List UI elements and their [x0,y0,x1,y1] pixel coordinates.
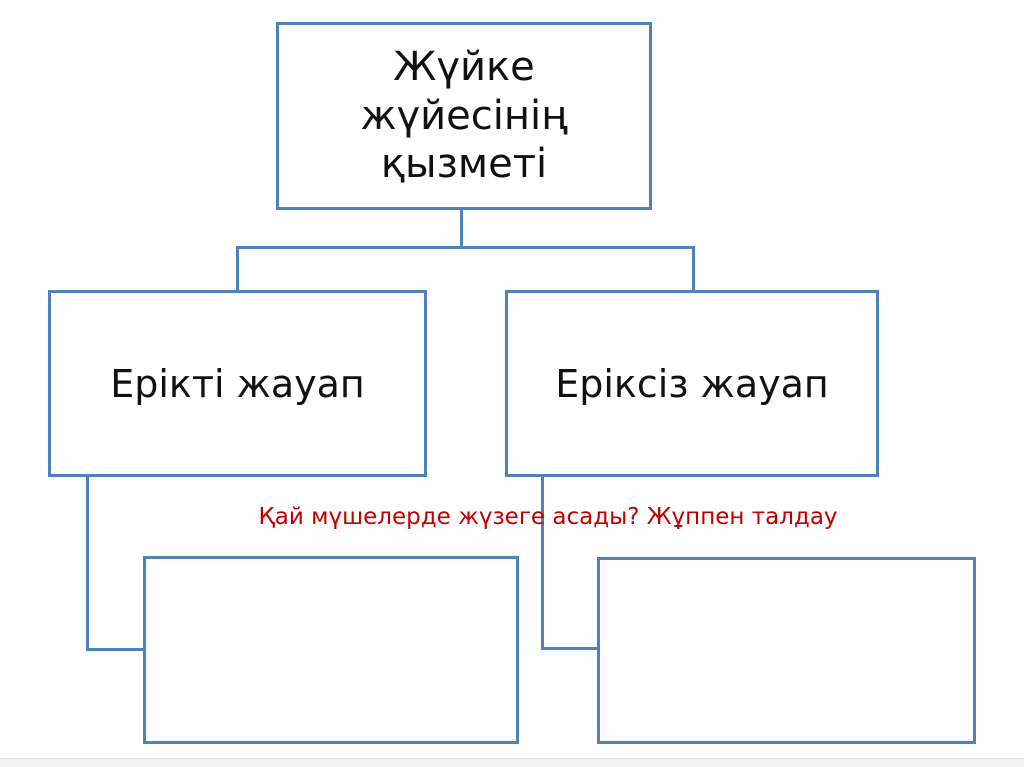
connector-left-lower-horizontal [86,648,146,651]
node-nervous-system-function: Жүйке жүйесінің қызметі [276,22,652,210]
viewer-bottom-strip [0,758,1024,767]
node-involuntary-response: Еріксіз жауап [505,290,879,477]
connector-left-lower-vertical [86,476,89,651]
connector-right-lower-vertical [541,476,544,650]
connector-left-drop [236,246,239,292]
connector-top-horizontal [236,246,695,249]
node-involuntary-label: Еріксіз жауап [555,361,829,406]
empty-answer-box-left [143,556,519,744]
connector-right-drop [692,246,695,292]
connector-root-stub [460,210,463,249]
question-text: Қай мүшелерде жүзеге асады? Жұппен талда… [258,504,838,530]
node-voluntary-response: Ерікті жауап [48,290,427,477]
empty-answer-box-right [597,557,976,744]
connector-right-lower-horizontal [541,647,600,650]
node-root-label: Жүйке жүйесінің қызметі [360,43,568,188]
node-voluntary-label: Ерікті жауап [110,361,365,406]
